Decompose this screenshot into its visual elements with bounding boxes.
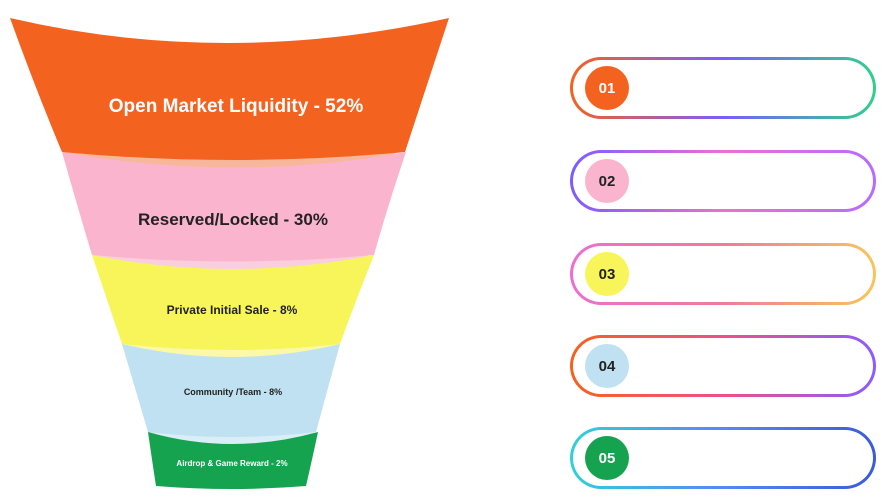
- legend-item-body: 01: [573, 60, 873, 116]
- stage-label: Community /Team - 8%: [184, 387, 282, 397]
- legend-item-03: 03: [570, 243, 876, 305]
- number-badge: 04: [585, 344, 629, 388]
- funnel-stage-1: [10, 18, 449, 160]
- funnel-stage-2: [62, 152, 406, 262]
- legend-item-05: 05: [570, 427, 876, 489]
- number-badge: 05: [585, 436, 629, 480]
- funnel-stage-5: [148, 432, 318, 489]
- stage-label: Open Market Liquidity - 52%: [109, 96, 364, 117]
- legend-item-02: 02: [570, 150, 876, 212]
- legend-item-body: 03: [573, 246, 873, 302]
- number-badge: 02: [585, 159, 629, 203]
- legend-item-04: 04: [570, 335, 876, 397]
- funnel-stage-4: [122, 344, 340, 437]
- legend-item-01: 01: [570, 57, 876, 119]
- stage-label: Reserved/Locked - 30%: [138, 210, 328, 229]
- legend-item-body: 02: [573, 153, 873, 209]
- funnel-diagram: Open Market Liquidity - 52% Reserved/Loc…: [10, 18, 449, 489]
- number-badge: 01: [585, 66, 629, 110]
- legend-item-body: 05: [573, 430, 873, 486]
- legend-item-body: 04: [573, 338, 873, 394]
- number-badge: 03: [585, 252, 629, 296]
- stage-label: Airdrop & Game Reward - 2%: [176, 459, 287, 468]
- funnel-stage-3: [92, 255, 374, 350]
- stage-label: Private Initial Sale - 8%: [167, 303, 298, 317]
